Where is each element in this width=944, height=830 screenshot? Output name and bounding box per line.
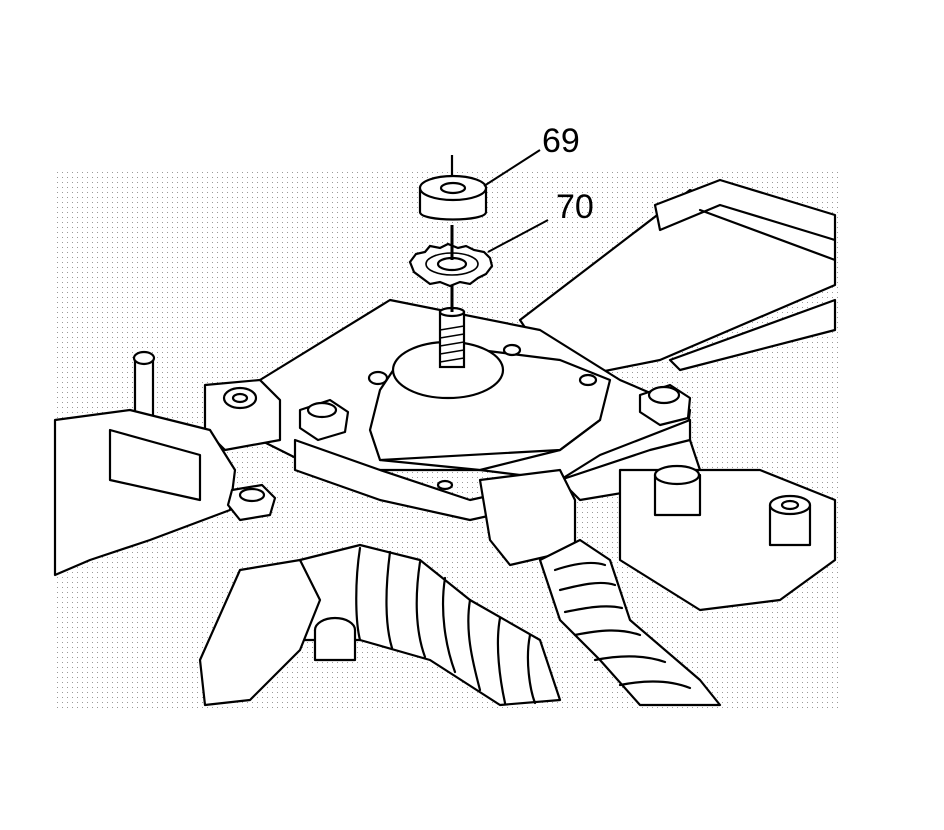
hole-upper bbox=[502, 343, 522, 357]
leader-line-70 bbox=[487, 219, 549, 253]
threaded-stud bbox=[438, 306, 466, 369]
hole-left bbox=[367, 370, 389, 386]
callout-69: 69 bbox=[542, 122, 580, 160]
nut bbox=[418, 174, 488, 221]
hole-right bbox=[578, 373, 598, 387]
hole-lower bbox=[436, 479, 454, 491]
right-bolt bbox=[638, 383, 692, 427]
left-pin bbox=[132, 350, 156, 432]
right-post bbox=[653, 464, 812, 547]
left-connector bbox=[313, 616, 357, 662]
exploded-hardware bbox=[408, 155, 494, 369]
left-hose-ribs bbox=[355, 546, 537, 705]
lock-washer bbox=[408, 242, 494, 288]
lower-left-bracket bbox=[198, 558, 322, 707]
right-hose-ribs bbox=[553, 561, 692, 690]
leader-line-69 bbox=[483, 149, 541, 187]
center-left-bolt bbox=[298, 398, 350, 442]
left-bolt bbox=[226, 483, 277, 522]
callout-70: 70 bbox=[556, 188, 594, 226]
right-hose bbox=[538, 538, 722, 707]
upper-right-bracket bbox=[518, 178, 837, 382]
leader-lines bbox=[483, 149, 549, 253]
